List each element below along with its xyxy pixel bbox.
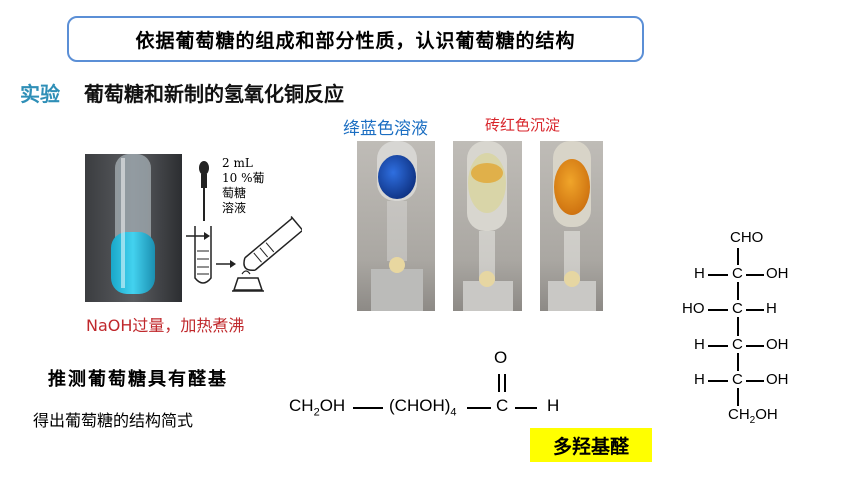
experiment-title: 葡萄糖和新制的氢氧化铜反应 [84, 82, 344, 106]
formula-oh: OH [319, 396, 346, 415]
naoh-excess-label: NaOH过量，加热煮沸 [86, 316, 245, 335]
fisher-cho: CHO [730, 229, 764, 246]
formula-oxygen: O [494, 348, 508, 367]
brick-red-precipitate-label: 砖红色沉淀 [485, 116, 561, 134]
glucose-text: 萄糖 [222, 186, 247, 200]
fisher-bottom-sub: 2 [749, 415, 756, 426]
derive-structure-text: 得出葡萄糖的结构简式 [33, 411, 194, 430]
structural-formula: O CH2OH (CHOH)4 C H [285, 340, 575, 430]
formula-ch2: CH [289, 396, 314, 415]
fisher-row4-left: H [694, 371, 705, 388]
formula-choh: (CHOH) [389, 396, 451, 415]
aldehyde-inference: 推测葡萄糖具有醛基 [48, 369, 228, 390]
formula-sub-4: 4 [450, 406, 457, 419]
fisher-row1-right: OH [766, 265, 789, 282]
fisher-c4: C [732, 371, 743, 388]
fisher-row3-right: OH [766, 336, 789, 353]
fisher-row3-left: H [694, 336, 705, 353]
deep-blue-solution-label: 绛蓝色溶液 [343, 119, 428, 139]
slide-title: 依据葡萄糖的组成和部分性质，认识葡萄糖的结构 [67, 16, 644, 62]
concentration-text: 10 %葡 [222, 171, 265, 185]
fisher-bottom-ch: CH [728, 406, 750, 423]
fisher-row1-left: H [694, 265, 705, 282]
formula-sub-2: 2 [313, 406, 320, 419]
formula-hydrogen: H [547, 396, 560, 415]
fisher-row2-left: HO [682, 300, 705, 317]
polyhydroxy-aldehyde-badge: 多羟基醛 [530, 428, 652, 462]
formula-carbon: C [496, 396, 509, 415]
dose-text: 2 mL [222, 156, 253, 170]
fisher-c2: C [732, 300, 743, 317]
naoh-tube-photo [85, 154, 182, 302]
fisher-row2-right: H [766, 300, 777, 317]
solution-text: 溶液 [222, 201, 247, 215]
blue-solution-photo [357, 141, 435, 311]
heating-tube-photo [453, 141, 522, 311]
fisher-c1: C [732, 265, 743, 282]
apparatus-diagram: 2 mL 10 %葡 萄糖 溶液 [182, 156, 305, 304]
fisher-row4-right: OH [766, 371, 789, 388]
fisher-bottom-oh: OH [755, 406, 778, 423]
fisher-projection: CHO H C OH HO C H H C OH H C OH CH2OH [680, 225, 800, 435]
experiment-label: 实验 [20, 82, 60, 106]
brick-red-tube-photo [540, 141, 603, 311]
fisher-c3: C [732, 336, 743, 353]
